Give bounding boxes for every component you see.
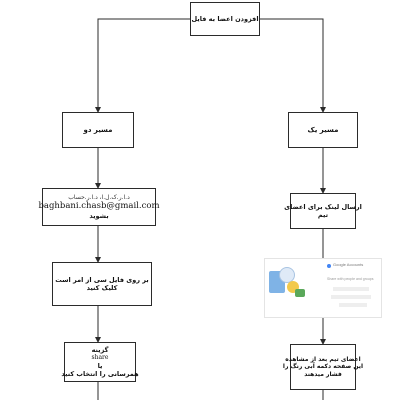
- click-file-line1: بر روی فایل سی از امر است: [55, 275, 149, 284]
- share-line2: share: [91, 354, 109, 362]
- thumbnail-title: Google Accounts: [333, 262, 364, 267]
- share-dialog-screenshot: Google Accounts Share with people and gr…: [264, 258, 382, 318]
- balloon-illustration-icon: [279, 267, 295, 283]
- email-box-line1: د.ا.ر.ک.ل.ا، د.ا.ر.حساب: [68, 193, 130, 201]
- path-one-label: مسیر یک: [307, 125, 339, 134]
- click-file-line2: کلیک کنید: [86, 284, 118, 292]
- thumbnail-text-bar: [333, 287, 369, 291]
- path-two-box: مسیر دو: [62, 112, 134, 148]
- members-view-box: اعضای تیم بعد از مشاهده این صفحه دکمه آب…: [283, 344, 363, 390]
- connector-top-to-path2: [95, 18, 190, 113]
- add-members-label: افزودن اعضا به فایل: [191, 14, 259, 23]
- share-line4: همرسانی را انتخاب کنید: [61, 369, 139, 378]
- add-members-box: افزودن اعضا به فایل: [190, 2, 260, 36]
- share-line1: گزینه: [91, 346, 109, 355]
- connector-top-to-path1: [260, 18, 326, 113]
- email-account-box: د.ا.ر.ک.ل.ا، د.ا.ر.حساب baghbani.chasb@g…: [38, 188, 160, 226]
- view-line2: این صفحه دکمه آبی رنگ را: [282, 363, 364, 371]
- thumbnail-text-bar: [331, 295, 371, 299]
- send-link-line1: ارسال لینک برای اعضای: [284, 202, 362, 211]
- green-block-icon: [295, 289, 305, 297]
- view-line3: فشار میدهند: [304, 370, 342, 378]
- send-link-box: ارسال لینک برای اعضای تیم: [284, 193, 362, 229]
- path-two-label: مسیر دو: [83, 125, 113, 134]
- path-one-box: مسیر یک: [288, 112, 358, 148]
- share-line3: یا: [97, 361, 103, 370]
- email-address: baghbani.chasb@gmail.com: [38, 201, 160, 212]
- thumbnail-text-bar: [339, 303, 367, 307]
- view-line1: اعضای تیم بعد از مشاهده: [285, 355, 361, 363]
- share-option-box: گزینه share یا همرسانی را انتخاب کنید: [61, 342, 139, 382]
- click-file-box: بر روی فایل سی از امر است کلیک کنید: [52, 262, 152, 306]
- google-dot-blue: [327, 264, 331, 268]
- thumbnail-subtitle: Share with people and groups: [327, 277, 374, 281]
- send-link-line2: تیم: [317, 211, 329, 219]
- email-box-line3: بشوید: [89, 212, 109, 220]
